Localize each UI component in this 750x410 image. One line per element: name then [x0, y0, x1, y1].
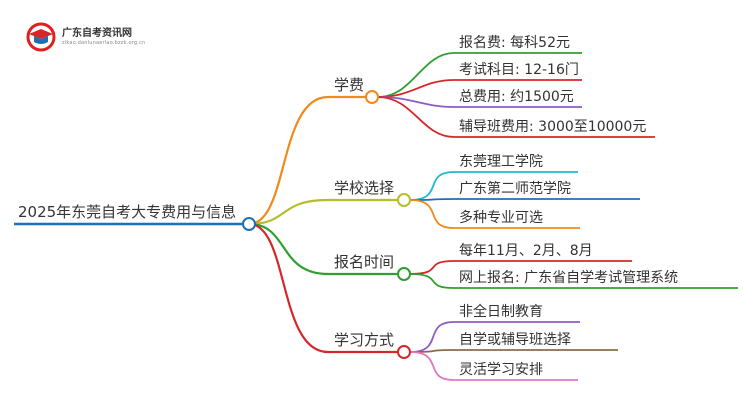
- branch-connector: [248, 95, 329, 226]
- leaf-connector: [409, 321, 455, 353]
- branch-label: 学习方式: [334, 331, 394, 349]
- site-logo: 广东自考资讯网 zikao.danlunaerlao.bzzk.org.cn: [26, 22, 145, 52]
- leaf-connector: [409, 171, 455, 201]
- leaf-label: 每年11月、2月、8月: [459, 243, 593, 259]
- branch-label: 学费: [334, 76, 364, 94]
- leaf-connector: [377, 96, 455, 138]
- leaf-connector: [409, 199, 455, 229]
- branch-connector: [248, 198, 329, 226]
- branch-node-circle: [365, 90, 379, 104]
- leaf-label: 广东第二师范学院: [459, 180, 571, 197]
- branch-connector: [248, 222, 329, 354]
- leaf-connector: [409, 260, 455, 275]
- branch-node-circle: [397, 345, 411, 359]
- graduation-cap-icon: [26, 22, 56, 52]
- leaf-label: 非全日制教育: [459, 303, 543, 320]
- leaf-connector: [377, 52, 455, 98]
- root-label: 2025年东莞自考大专费用与信息: [18, 203, 236, 221]
- branch-node-circle: [397, 193, 411, 207]
- leaf-label: 自学或辅导班选择: [459, 332, 571, 348]
- leaf-connector: [409, 351, 455, 381]
- leaf-connector: [409, 273, 455, 289]
- logo-title: 广东自考资讯网: [62, 28, 132, 39]
- branch-label: 学校选择: [334, 179, 394, 197]
- leaf-label: 考试科目: 12-16门: [459, 62, 579, 78]
- branch-node-circle: [397, 267, 411, 281]
- branch-label: 报名时间: [334, 253, 394, 271]
- leaf-label: 多种专业可选: [459, 209, 543, 226]
- leaf-label: 总费用: 约1500元: [459, 89, 574, 105]
- logo-subtitle: zikao.danlunaerlao.bzzk.org.cn: [62, 40, 146, 46]
- leaf-label: 辅导班费用: 3000至10000元: [459, 119, 646, 135]
- leaf-label: 灵活学习安排: [459, 362, 543, 378]
- branch-connector: [248, 222, 329, 276]
- leaf-label: 东莞理工学院: [459, 154, 543, 170]
- leaf-label: 报名费: 每科52元: [459, 35, 570, 51]
- root-node-circle: [242, 217, 256, 231]
- leaf-label: 网上报名: 广东省自学考试管理系统: [459, 270, 678, 286]
